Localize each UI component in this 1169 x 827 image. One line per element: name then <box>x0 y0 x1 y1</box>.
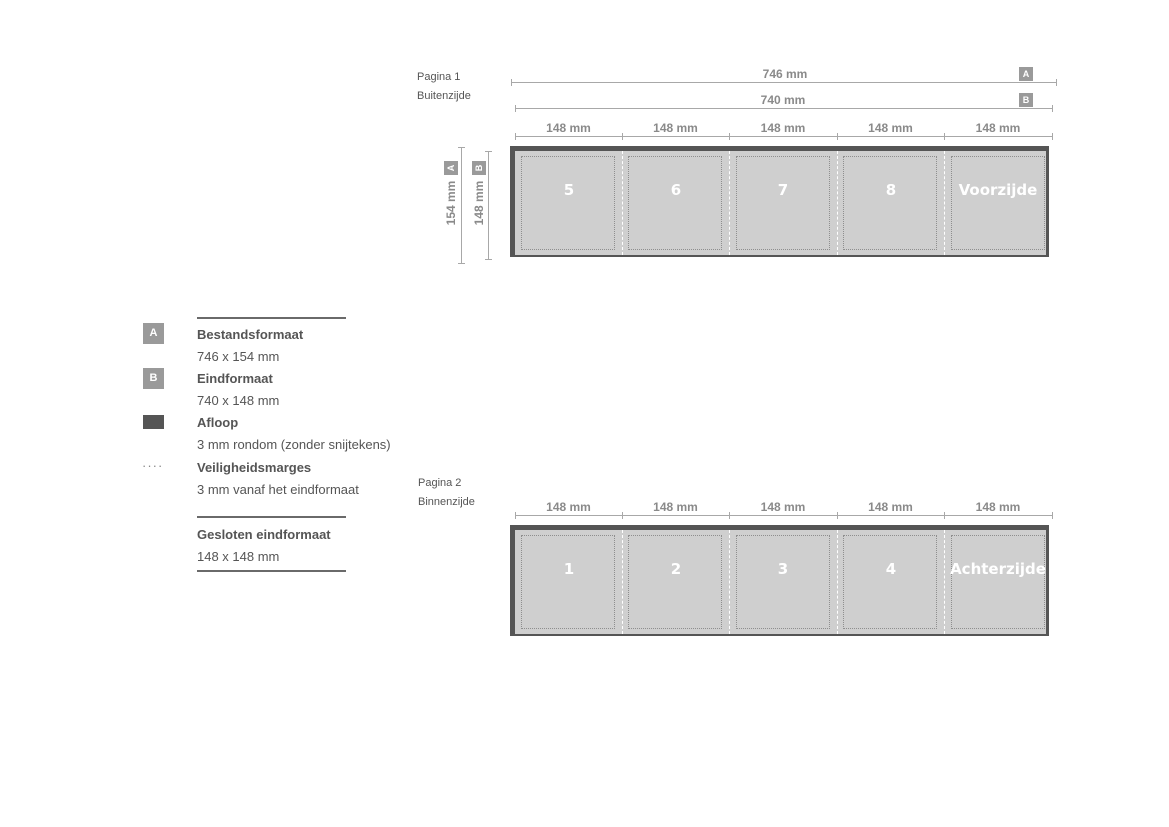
dim-b-label: 740 mm <box>760 93 806 107</box>
page1-spread: 5 6 7 8 Voorzijde <box>510 146 1049 257</box>
panel-label: 4 <box>885 560 897 578</box>
legend-rule-bottom <box>197 570 346 572</box>
dim-a-badge: A <box>1019 67 1033 81</box>
panel-label: 5 <box>563 181 575 199</box>
safety-margin <box>628 535 722 629</box>
page2-spread: 1 2 3 4 Achterzijde <box>510 525 1049 636</box>
page2-panel-tick <box>622 512 623 519</box>
page1-panel-width-label: 148 mm <box>868 121 913 135</box>
page2-panel-dim-line <box>515 515 1053 516</box>
height-b-line <box>488 151 489 260</box>
height-a-tick-top <box>458 147 465 148</box>
page1-panel-tick <box>944 133 945 140</box>
legend-a-title: Bestandsformaat <box>197 327 304 342</box>
legend-rule-top <box>197 317 346 319</box>
legend-badge-b: B <box>143 368 164 389</box>
page2-panel-tick <box>1052 512 1053 519</box>
page2-panel-width-label: 148 mm <box>760 500 806 514</box>
panel-label: 2 <box>670 560 682 578</box>
fold-line <box>837 151 838 255</box>
height-a-line <box>461 147 462 264</box>
safety-margin <box>951 156 1045 250</box>
panel-label: 1 <box>563 560 575 578</box>
panel-label: Achterzijde <box>950 560 1046 578</box>
legend-badge-a: A <box>143 323 164 344</box>
height-b-tick-bottom <box>485 259 492 260</box>
fold-line <box>944 151 945 255</box>
fold-line <box>944 530 945 634</box>
safety-margin <box>736 535 830 629</box>
page2-sheet: 1 2 3 4 Achterzijde <box>515 530 1046 634</box>
page1-panel-tick <box>729 133 730 140</box>
legend-bleed-swatch <box>143 415 164 429</box>
page2-panel-tick <box>944 512 945 519</box>
page2-panel-tick <box>729 512 730 519</box>
page1-panel-width-label: 148 mm <box>653 121 698 135</box>
safety-margin <box>843 156 937 250</box>
safety-margin <box>521 156 615 250</box>
page1-sheet: 5 6 7 8 Voorzijde <box>515 151 1046 255</box>
panel-label: 8 <box>885 181 897 199</box>
page2-panel-width-label: 148 mm <box>868 500 913 514</box>
legend-safety-value: 3 mm vanaf het eindformaat <box>197 482 359 497</box>
legend-closed-value: 148 x 148 mm <box>197 549 280 564</box>
legend-a-value: 746 x 154 mm <box>197 349 280 364</box>
dim-a-label: 746 mm <box>762 67 808 81</box>
page2-panel-width-label: 148 mm <box>546 500 591 514</box>
page1-panel-tick <box>837 133 838 140</box>
fold-line <box>622 151 623 255</box>
legend-safety-title: Veiligheidsmarges <box>197 460 312 475</box>
page1-panel-tick <box>515 133 516 140</box>
safety-margin <box>628 156 722 250</box>
fold-line <box>729 151 730 255</box>
dim-a-tick-left <box>511 79 512 86</box>
panel-label: 6 <box>670 181 682 199</box>
legend-bleed-value: 3 mm rondom (zonder snijtekens) <box>197 437 391 452</box>
legend-safety-symbol: ···· <box>142 458 164 473</box>
fold-line <box>622 530 623 634</box>
legend-b-value: 740 x 148 mm <box>197 393 280 408</box>
dim-b-badge: B <box>1019 93 1033 107</box>
dim-a-tick-right <box>1056 79 1057 86</box>
panel-label: 3 <box>777 560 789 578</box>
safety-margin <box>843 535 937 629</box>
page1-panel-width-label: 148 mm <box>760 121 806 135</box>
page2-label: Pagina 2 <box>418 477 462 489</box>
height-a-tick-bottom <box>458 263 465 264</box>
legend-rule-mid <box>197 516 346 518</box>
page2-panel-tick <box>515 512 516 519</box>
page1-panel-width-label: 148 mm <box>975 121 1021 135</box>
safety-margin <box>951 535 1045 629</box>
legend-bleed-title: Afloop <box>197 415 239 430</box>
dim-a-line <box>511 82 1057 83</box>
page1-panel-tick <box>622 133 623 140</box>
height-b-label: 148 mm <box>472 180 486 226</box>
fold-line <box>729 530 730 634</box>
height-b-tick-top <box>485 151 492 152</box>
dim-b-tick-right <box>1052 105 1053 112</box>
page1-panel-dim-line <box>515 136 1053 137</box>
legend-b-title: Eindformaat <box>197 371 273 386</box>
fold-line <box>837 530 838 634</box>
safety-margin <box>521 535 615 629</box>
page1-panel-tick <box>1052 133 1053 140</box>
panel-label: 7 <box>777 181 789 199</box>
page2-sublabel: Binnenzijde <box>418 496 475 508</box>
dim-b-tick-left <box>515 105 516 112</box>
height-a-label: 154 mm <box>444 180 458 226</box>
page1-sublabel: Buitenzijde <box>417 90 471 102</box>
legend-closed-title: Gesloten eindformaat <box>197 527 331 542</box>
page1-panel-width-label: 148 mm <box>546 121 591 135</box>
safety-margin <box>736 156 830 250</box>
page2-panel-width-label: 148 mm <box>653 500 698 514</box>
page2-panel-width-label: 148 mm <box>975 500 1021 514</box>
page1-label: Pagina 1 <box>417 71 461 83</box>
page2-panel-tick <box>837 512 838 519</box>
dim-b-line <box>515 108 1053 109</box>
panel-label: Voorzijde <box>958 181 1038 199</box>
